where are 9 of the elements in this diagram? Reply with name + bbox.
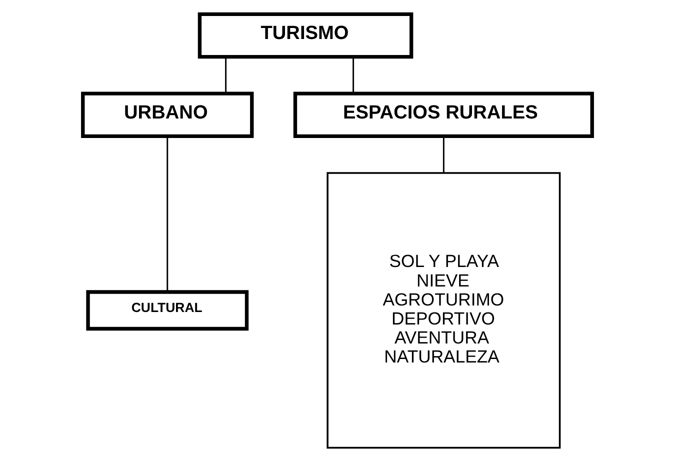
connector xyxy=(166,136,168,292)
connector xyxy=(225,57,227,94)
connector xyxy=(352,57,354,94)
node-box: ESPACIOS RURALES xyxy=(293,92,594,138)
node-box: URBANO xyxy=(81,92,254,138)
node-box: TURISMO xyxy=(198,12,414,59)
connector xyxy=(442,136,444,173)
node-box: CULTURAL xyxy=(86,290,249,331)
node-box: SOL Y PLAYA NIEVE AGROTURIMO DEPORTIVO AVENTURA NATURALEZA xyxy=(326,172,561,449)
